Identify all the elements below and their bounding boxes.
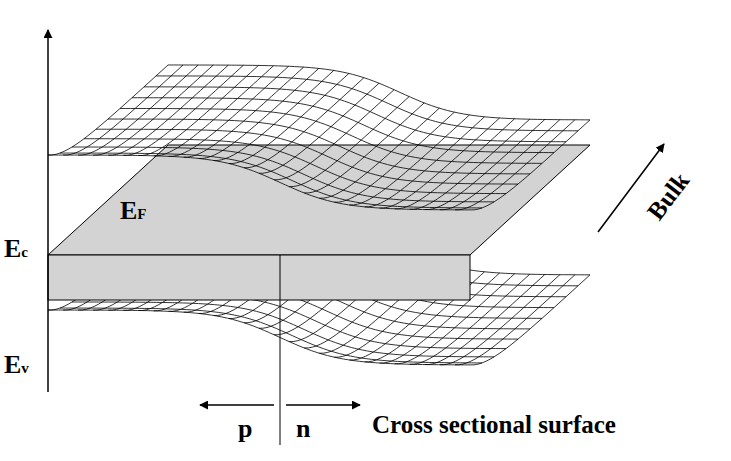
axis-label: Cross sectional surface	[372, 412, 616, 437]
region-label: n	[296, 416, 310, 442]
conduction-band-surface	[48, 65, 590, 210]
grid-line	[214, 70, 334, 160]
grid-line	[334, 112, 454, 202]
fermi-level-label: EF	[120, 198, 147, 224]
grid-line	[72, 302, 494, 357]
fermi-plane-top	[48, 145, 590, 255]
grid-line	[84, 139, 506, 194]
band-edge-label: Ec	[4, 236, 28, 262]
grid-line	[410, 119, 530, 209]
bulk-arrow	[598, 144, 664, 232]
grid-line	[274, 90, 394, 180]
grid-line	[304, 103, 424, 193]
p-arrow	[200, 404, 274, 406]
grid-line	[168, 65, 590, 120]
grid-line	[470, 120, 590, 210]
fermi-plane-front	[48, 255, 470, 300]
grid-line	[138, 65, 258, 155]
grid-line	[63, 65, 183, 155]
grid-line	[48, 310, 470, 365]
region-label: p	[238, 416, 252, 442]
grid-line	[123, 65, 243, 155]
grid-line	[319, 108, 439, 198]
grid-line	[289, 97, 409, 187]
junction-line	[280, 255, 281, 445]
grid-line	[93, 65, 213, 155]
grid-line	[72, 147, 494, 202]
grid-line	[425, 120, 545, 210]
grid-line	[48, 65, 168, 155]
grid-line	[440, 120, 560, 210]
grid-line	[156, 76, 578, 131]
n-arrow	[286, 404, 360, 406]
grid-line	[120, 108, 542, 163]
grid-line	[229, 73, 349, 163]
grid-line	[48, 155, 470, 210]
grid-line	[395, 119, 515, 209]
band-edge-label: Ev	[4, 352, 29, 378]
grid-line	[108, 65, 228, 155]
grid-line	[60, 308, 482, 363]
grid-line	[455, 120, 575, 210]
grid-line	[455, 275, 575, 365]
grid-line	[78, 65, 198, 155]
fermi-level-plane	[48, 145, 590, 300]
grid-line	[144, 87, 566, 142]
grid-line	[96, 129, 518, 184]
grid-line	[470, 275, 590, 365]
grid-line	[132, 98, 554, 153]
axis-label: Bulk	[643, 168, 694, 224]
energy-axis	[47, 30, 49, 392]
grid-line	[84, 294, 506, 349]
